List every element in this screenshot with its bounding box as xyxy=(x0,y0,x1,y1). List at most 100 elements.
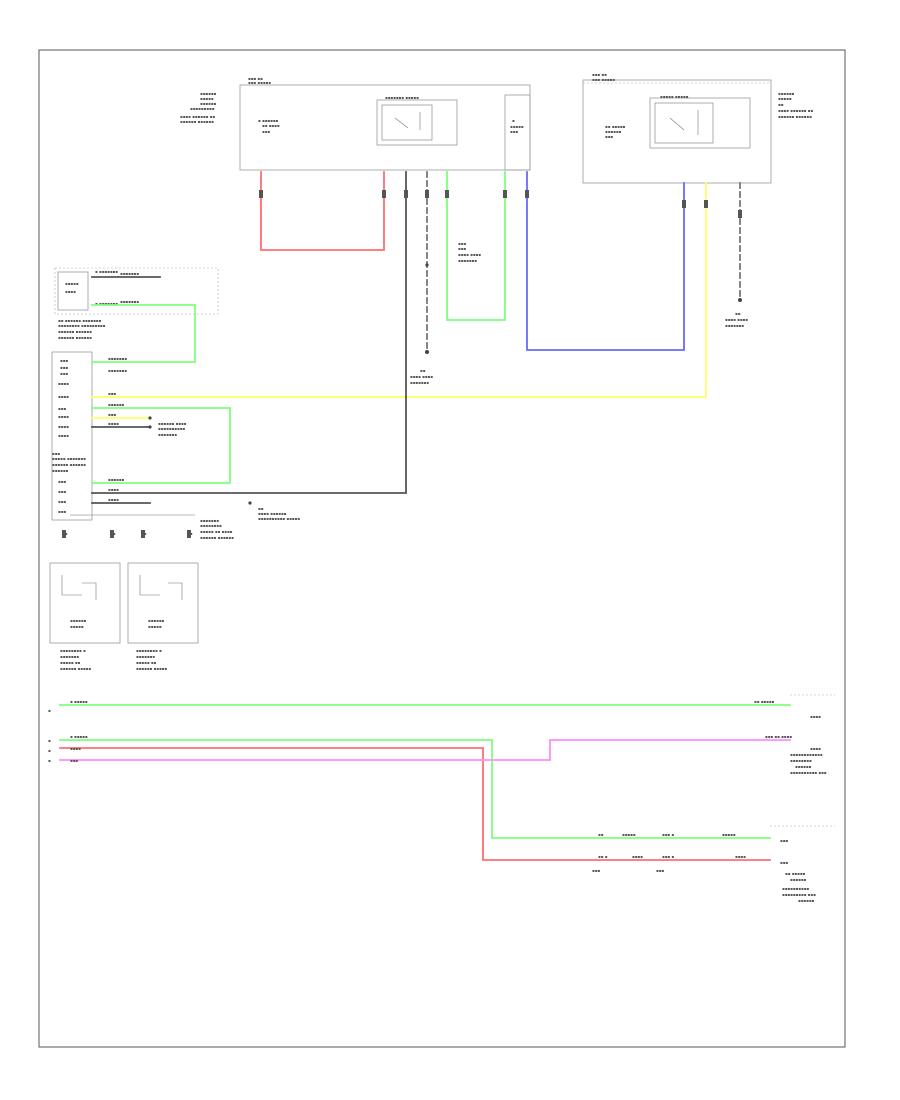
svg-text:▪▪▪: ▪▪▪ xyxy=(70,758,78,763)
svg-text:▪: ▪ xyxy=(48,708,51,713)
svg-text:▪▪▪ ▪: ▪▪▪ ▪ xyxy=(662,854,674,859)
bottom-right-components: ▪▪▪▪ ▪▪▪▪ ▪▪▪▪▪▪▪▪▪▪▪▪ ▪▪▪▪▪▪▪▪ ▪▪▪▪▪▪ ▪… xyxy=(770,694,835,903)
svg-text:▪▪▪▪▪▪: ▪▪▪▪▪▪ xyxy=(52,468,69,473)
svg-text:▪▪▪▪ ▪▪▪▪: ▪▪▪▪ ▪▪▪▪ xyxy=(410,374,433,379)
left-top-sensor-block: ▪▪▪▪▪ ▪▪▪▪ ▪ ▪▪▪▪▪▪▪ ▪ ▪▪▪▪▪▪▪ ▪▪ ▪▪▪▪▪▪… xyxy=(54,267,219,340)
svg-text:▪▪▪▪: ▪▪▪▪ xyxy=(58,424,69,429)
svg-text:▪▪▪▪▪: ▪▪▪▪▪ xyxy=(510,124,524,129)
svg-text:▪▪▪: ▪▪▪ xyxy=(60,358,68,363)
svg-text:▪▪▪: ▪▪▪ xyxy=(510,129,518,134)
svg-text:▪▪▪▪▪ ▪▪▪▪▪: ▪▪▪▪▪ ▪▪▪▪▪ xyxy=(660,94,689,99)
svg-text:▪▪▪ ▪▪ ▪▪▪▪: ▪▪▪ ▪▪ ▪▪▪▪ xyxy=(765,734,792,739)
svg-text:▪▪▪▪▪▪: ▪▪▪▪▪▪ xyxy=(200,101,217,106)
svg-text:▪▪ ▪▪▪▪▪: ▪▪ ▪▪▪▪▪ xyxy=(605,124,626,129)
svg-text:▪▪▪▪▪▪: ▪▪▪▪▪▪ xyxy=(108,477,125,482)
svg-text:▪▪▪▪▪▪▪: ▪▪▪▪▪▪▪ xyxy=(410,380,429,385)
svg-text:▪▪▪: ▪▪▪ xyxy=(58,499,66,504)
svg-text:▪▪▪▪▪▪▪: ▪▪▪▪▪▪▪ xyxy=(158,432,177,437)
svg-text:▪▪▪▪ ▪▪▪▪: ▪▪▪▪ ▪▪▪▪ xyxy=(458,252,481,257)
svg-text:▪▪▪▪▪: ▪▪▪▪▪ xyxy=(722,832,736,837)
svg-text:▪: ▪ xyxy=(48,758,51,763)
svg-text:▪▪▪▪▪▪ ▪▪▪▪▪▪: ▪▪▪▪▪▪ ▪▪▪▪▪▪ xyxy=(52,462,86,467)
connector-marks xyxy=(62,190,742,538)
svg-text:▪▪▪▪▪: ▪▪▪▪▪ xyxy=(200,96,214,101)
svg-text:▪▪▪: ▪▪▪ xyxy=(656,868,664,873)
svg-text:▪▪▪▪▪▪▪▪▪▪ ▪▪▪: ▪▪▪▪▪▪▪▪▪▪ ▪▪▪ xyxy=(790,770,827,775)
svg-text:▪▪: ▪▪ xyxy=(598,832,604,837)
svg-text:▪▪ ▪▪▪▪: ▪▪ ▪▪▪▪ xyxy=(262,123,280,128)
svg-text:▪: ▪ xyxy=(48,748,51,753)
wire-yellow xyxy=(91,182,707,398)
svg-text:▪▪▪: ▪▪▪ xyxy=(58,509,66,514)
svg-text:▪▪▪: ▪▪▪ xyxy=(58,489,66,494)
svg-text:▪▪▪ ▪▪: ▪▪▪ ▪▪ xyxy=(592,72,607,77)
svg-text:▪▪▪▪▪ ▪▪: ▪▪▪▪▪ ▪▪ xyxy=(60,660,81,665)
svg-text:▪▪▪: ▪▪▪ xyxy=(108,391,116,396)
svg-text:▪ ▪▪▪▪▪▪: ▪ ▪▪▪▪▪▪ xyxy=(258,118,279,123)
svg-text:▪▪▪▪: ▪▪▪▪ xyxy=(58,381,69,386)
svg-text:▪▪▪▪▪▪▪: ▪▪▪▪▪▪▪ xyxy=(120,271,139,276)
svg-text:▪▪▪▪▪▪▪▪▪▪ ▪▪▪▪▪: ▪▪▪▪▪▪▪▪▪▪ ▪▪▪▪▪ xyxy=(258,516,300,521)
svg-text:▪▪▪▪▪▪ ▪▪▪▪▪: ▪▪▪▪▪▪ ▪▪▪▪▪ xyxy=(136,666,167,671)
svg-text:▪▪▪▪▪▪▪: ▪▪▪▪▪▪▪ xyxy=(60,654,79,659)
svg-text:▪▪▪▪▪▪▪: ▪▪▪▪▪▪▪ xyxy=(200,518,219,523)
svg-text:▪▪▪▪▪▪▪▪▪▪: ▪▪▪▪▪▪▪▪▪▪ xyxy=(782,886,809,891)
svg-text:▪▪▪▪ ▪▪▪▪▪▪ ▪▪: ▪▪▪▪ ▪▪▪▪▪▪ ▪▪ xyxy=(778,108,813,113)
svg-text:▪▪▪▪: ▪▪▪▪ xyxy=(70,746,81,751)
svg-text:▪ ▪▪▪▪▪: ▪ ▪▪▪▪▪ xyxy=(70,734,88,739)
wire-green-left xyxy=(91,304,196,363)
svg-text:▪▪▪▪▪▪: ▪▪▪▪▪▪ xyxy=(605,129,622,134)
svg-text:▪▪▪: ▪▪▪ xyxy=(780,838,788,843)
svg-text:▪▪▪▪▪▪ ▪▪▪▪▪▪: ▪▪▪▪▪▪ ▪▪▪▪▪▪ xyxy=(200,535,234,540)
wire-green-top xyxy=(446,171,506,321)
svg-text:▪▪▪▪▪▪▪▪▪ ▪▪▪: ▪▪▪▪▪▪▪▪▪ ▪▪▪ xyxy=(782,892,816,897)
svg-text:▪▪▪▪▪▪: ▪▪▪▪▪▪ xyxy=(778,91,795,96)
svg-text:▪▪▪▪▪▪▪: ▪▪▪▪▪▪▪ xyxy=(458,258,477,263)
svg-text:▪▪▪▪: ▪▪▪▪ xyxy=(810,714,821,719)
svg-text:▪▪▪▪▪: ▪▪▪▪▪ xyxy=(148,624,162,629)
svg-text:▪▪▪▪▪▪▪: ▪▪▪▪▪▪▪ xyxy=(108,368,127,373)
svg-text:▪▪▪: ▪▪▪ xyxy=(108,412,116,417)
svg-text:▪▪▪▪: ▪▪▪▪ xyxy=(810,746,821,751)
wire-labels: ▪▪▪▪▪▪▪ ▪▪▪▪▪▪▪ ▪▪▪▪▪▪▪ ▪▪▪▪▪▪▪ ▪▪▪ ▪▪▪▪… xyxy=(48,241,792,873)
svg-text:▪▪▪▪: ▪▪▪▪ xyxy=(735,854,746,859)
svg-text:▪▪▪▪▪ ▪▪▪▪▪▪▪: ▪▪▪▪▪ ▪▪▪▪▪▪▪ xyxy=(52,456,86,461)
wire-red-top xyxy=(260,171,385,251)
svg-text:▪▪▪▪▪▪▪: ▪▪▪▪▪▪▪ xyxy=(136,654,155,659)
svg-text:▪▪▪▪▪▪▪: ▪▪▪▪▪▪▪ xyxy=(108,356,127,361)
svg-text:▪▪▪▪: ▪▪▪▪ xyxy=(108,497,119,502)
wire-red-bottom xyxy=(59,747,771,861)
svg-text:▪▪▪▪▪▪▪▪ ▪: ▪▪▪▪▪▪▪▪ ▪ xyxy=(136,648,162,653)
svg-text:▪▪▪▪▪▪ ▪▪▪▪: ▪▪▪▪▪▪ ▪▪▪▪ xyxy=(158,421,187,426)
wire-blue xyxy=(526,171,685,351)
svg-text:▪ ▪▪▪▪▪▪▪: ▪ ▪▪▪▪▪▪▪ xyxy=(95,301,118,306)
svg-text:▪▪▪▪: ▪▪▪▪ xyxy=(65,289,76,294)
top-right-module: ▪▪▪ ▪▪ ▪▪▪ ▪▪▪▪▪ ▪▪▪▪▪ ▪▪▪▪▪ ▪▪ ▪▪▪▪▪ ▪▪… xyxy=(582,72,813,184)
diagram-frame xyxy=(38,49,846,1048)
svg-text:▪▪▪▪: ▪▪▪▪ xyxy=(58,433,69,438)
svg-text:▪▪▪▪▪▪▪▪▪▪▪▪: ▪▪▪▪▪▪▪▪▪▪▪▪ xyxy=(790,752,823,757)
svg-text:▪▪▪▪▪▪ ▪▪▪▪▪▪: ▪▪▪▪▪▪ ▪▪▪▪▪▪ xyxy=(58,329,92,334)
svg-text:▪▪ ▪▪▪▪▪: ▪▪ ▪▪▪▪▪ xyxy=(754,699,775,704)
svg-text:▪▪▪▪▪▪▪ ▪▪▪▪▪: ▪▪▪▪▪▪▪ ▪▪▪▪▪ xyxy=(385,95,419,100)
svg-text:▪▪▪: ▪▪▪ xyxy=(52,451,60,456)
junction-dots xyxy=(148,263,742,505)
svg-text:▪▪▪: ▪▪▪ xyxy=(60,365,68,370)
svg-text:▪▪▪▪▪▪ ▪▪▪▪▪▪: ▪▪▪▪▪▪ ▪▪▪▪▪▪ xyxy=(58,335,92,340)
svg-text:▪▪▪▪▪▪▪▪: ▪▪▪▪▪▪▪▪ xyxy=(200,523,222,528)
svg-text:▪▪▪ ▪: ▪▪▪ ▪ xyxy=(662,832,674,837)
svg-text:▪▪▪▪▪: ▪▪▪▪▪ xyxy=(622,832,636,837)
svg-text:▪▪▪▪▪▪: ▪▪▪▪▪▪ xyxy=(108,402,125,407)
top-left-module: ▪▪▪ ▪▪ ▪▪▪ ▪▪▪▪▪ ▪▪▪▪▪▪ ▪▪▪▪▪ ▪▪▪▪▪▪ ▪▪▪… xyxy=(180,76,531,171)
svg-text:▪▪▪▪: ▪▪▪▪ xyxy=(58,394,69,399)
svg-text:▪▪▪: ▪▪▪ xyxy=(458,241,466,246)
svg-text:▪▪▪: ▪▪▪ xyxy=(262,129,270,134)
left-ecu-block: ▪▪▪ ▪▪▪ ▪▪▪ ▪▪▪▪ ▪▪▪▪ ▪▪▪ ▪▪▪▪ ▪▪▪▪ ▪▪▪▪… xyxy=(51,351,93,521)
svg-text:▪▪▪▪▪▪▪▪: ▪▪▪▪▪▪▪▪ xyxy=(790,758,812,763)
svg-text:▪▪▪▪▪▪▪▪▪: ▪▪▪▪▪▪▪▪▪ xyxy=(190,106,215,111)
svg-text:▪▪▪▪▪▪▪: ▪▪▪▪▪▪▪ xyxy=(120,299,139,304)
svg-text:▪▪▪▪▪▪▪: ▪▪▪▪▪▪▪ xyxy=(725,323,744,328)
svg-text:▪▪▪▪▪: ▪▪▪▪▪ xyxy=(778,96,792,101)
svg-text:▪▪▪▪: ▪▪▪▪ xyxy=(632,854,643,859)
